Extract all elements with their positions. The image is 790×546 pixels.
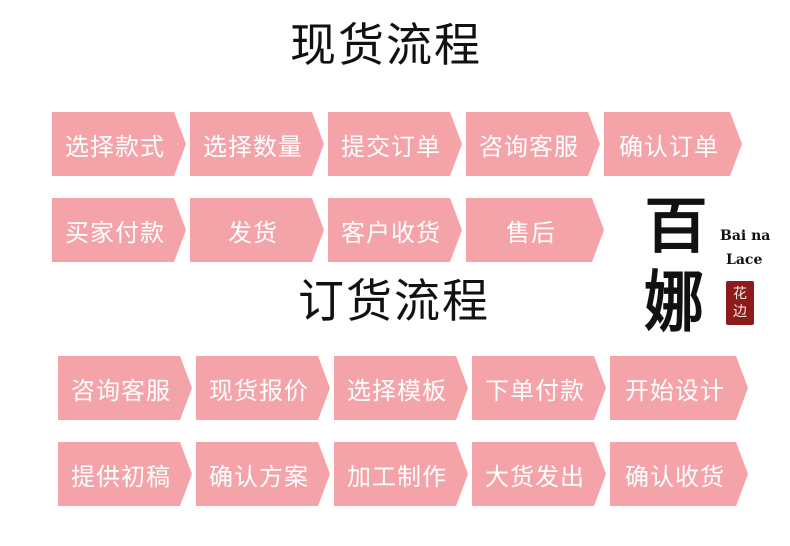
flow-step: 咨询客服 (58, 356, 192, 420)
flow-step: 确认订单 (604, 112, 742, 176)
seal-char: 边 (733, 304, 747, 320)
flow-step: 大货发出 (472, 442, 606, 506)
logo-latin-name: Bai na (720, 228, 771, 244)
flow-step: 加工制作 (334, 442, 468, 506)
seal-char: 花 (733, 286, 747, 302)
section-title-spot-process: 现货流程 (290, 18, 482, 72)
flow-step: 提交订单 (328, 112, 462, 176)
flow-step: 确认方案 (196, 442, 330, 506)
logo-char: 百 (644, 192, 708, 262)
flow-step: 选择模板 (334, 356, 468, 420)
flow-step: 客户收货 (328, 198, 462, 262)
flow-step: 开始设计 (610, 356, 748, 420)
flow-step: 买家付款 (52, 198, 186, 262)
flow-step: 售后 (466, 198, 604, 262)
flow-step: 发货 (190, 198, 324, 262)
flow-step: 下单付款 (472, 356, 606, 420)
section-title-order-process: 订货流程 (298, 274, 490, 328)
flow-step: 提供初稿 (58, 442, 192, 506)
logo-char: 娜 (644, 264, 704, 342)
brand-logo: 百 娜 Bai na Lace 花 边 (640, 195, 770, 355)
flow-step: 选择数量 (190, 112, 324, 176)
flow-step: 确认收货 (610, 442, 748, 506)
flow-step: 咨询客服 (466, 112, 600, 176)
red-seal-stamp: 花 边 (726, 281, 754, 325)
flow-step: 现货报价 (196, 356, 330, 420)
logo-latin-name: Lace (726, 252, 763, 268)
flow-step: 选择款式 (52, 112, 186, 176)
